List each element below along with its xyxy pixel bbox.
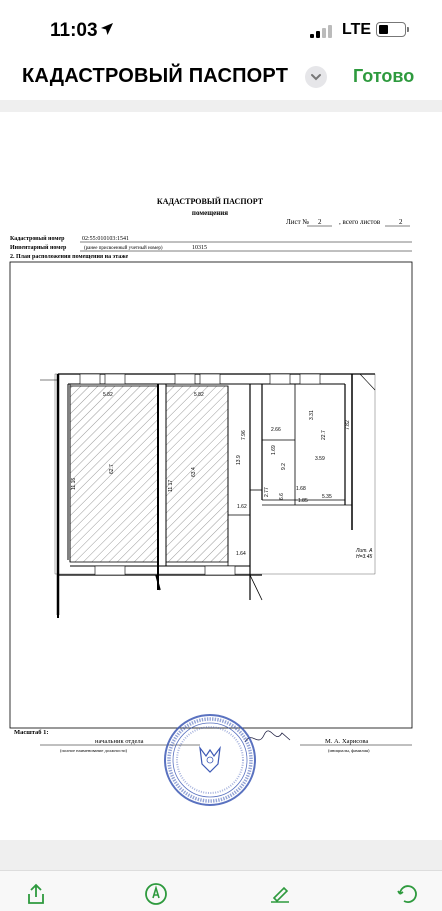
section-title: 2. План расположения помещения на этаже (10, 254, 129, 260)
plan-label: 5.82 (194, 392, 204, 398)
inventory-note: (ранее присвоенный учетный номер) (84, 246, 163, 251)
plan-label: Н=3.45 (356, 554, 372, 560)
scale-label: Масштаб 1: (14, 729, 49, 736)
plan-label: 1.64 (236, 551, 246, 557)
inventory-label: Инвентарный номер (10, 244, 67, 251)
plan-label: 2.66 (271, 427, 281, 433)
status-time: 11:03 (50, 20, 98, 41)
status-bar: 11:03 LTE (0, 0, 442, 58)
signer-value: М. А. Харисова (325, 738, 368, 745)
cadastral-value: 02:55:010103:1541 (82, 236, 129, 242)
rotate-icon[interactable] (396, 882, 420, 906)
floor-plan (40, 373, 376, 618)
plan-label: 2.77 (264, 487, 270, 497)
plan-label: 1.69 (271, 445, 277, 455)
plan-label: 1.62 (237, 504, 247, 510)
chevron-down-icon (311, 74, 321, 81)
location-arrow-icon (101, 23, 113, 35)
scanned-document: КАДАСТРОВЫЙ ПАСПОРТ помещения Лист № 2 ,… (9, 197, 413, 806)
plan-label: Лит. А (355, 548, 373, 554)
bottom-toolbar (0, 870, 442, 911)
sheets-total-label: , всего листов (339, 218, 381, 226)
room-2-hatched (165, 385, 229, 563)
done-button[interactable]: Готово (353, 66, 415, 86)
plan-label: 1.85 (298, 498, 308, 504)
plan-label: 22.7 (321, 430, 327, 440)
document-page: КАДАСТРОВЫЙ ПАСПОРТ помещения Лист № 2 ,… (0, 112, 442, 840)
inventory-value: 10315 (192, 245, 207, 251)
title-menu-button[interactable] (305, 66, 327, 88)
cellular-signal-icon (310, 24, 336, 38)
plan-label: 62.7 (109, 464, 115, 474)
plan-frame (9, 261, 413, 729)
sheet-label: Лист № (286, 218, 309, 226)
document-title[interactable]: КАДАСТРОВЫЙ ПАСПОРТ (22, 65, 289, 87)
room-1-hatched (69, 385, 159, 563)
plan-label: 3.31 (309, 410, 315, 420)
share-icon[interactable] (24, 882, 48, 906)
position-caption: (полное наименование должности) (60, 748, 127, 753)
signer-caption: (инициалы, фамилия) (328, 748, 370, 754)
markup-icon[interactable] (144, 882, 168, 906)
plan-label: 7.82 (345, 420, 351, 430)
battery-icon (376, 22, 409, 37)
nav-bar (0, 58, 442, 100)
plan-label: 5.35 (322, 494, 332, 500)
plan-label: 13.9 (236, 455, 242, 465)
plan-label: 9.2 (281, 463, 287, 470)
plan-label: 7.96 (241, 430, 247, 440)
official-stamp (164, 714, 256, 806)
sheets-total: 2 (399, 218, 403, 226)
plan-label: 6.6 (279, 493, 285, 500)
plan-label: 1.68 (296, 486, 306, 492)
plan-label: 63.4 (191, 467, 197, 477)
position-value: начальник отдела (95, 738, 144, 745)
signature (244, 730, 291, 743)
network-type: LTE (342, 21, 372, 38)
signature-icon[interactable] (268, 882, 292, 906)
doc-heading: КАДАСТРОВЫЙ ПАСПОРТ (157, 197, 264, 206)
doc-subheading: помещения (192, 209, 228, 217)
sheet-number: 2 (318, 218, 322, 226)
plan-label: 5.82 (103, 392, 113, 398)
plan-label: 11.17 (168, 480, 174, 492)
plan-label: 11.16 (71, 478, 77, 490)
cadastral-label: Кадастровый номер (10, 235, 65, 242)
plan-label: 3.59 (315, 456, 325, 462)
